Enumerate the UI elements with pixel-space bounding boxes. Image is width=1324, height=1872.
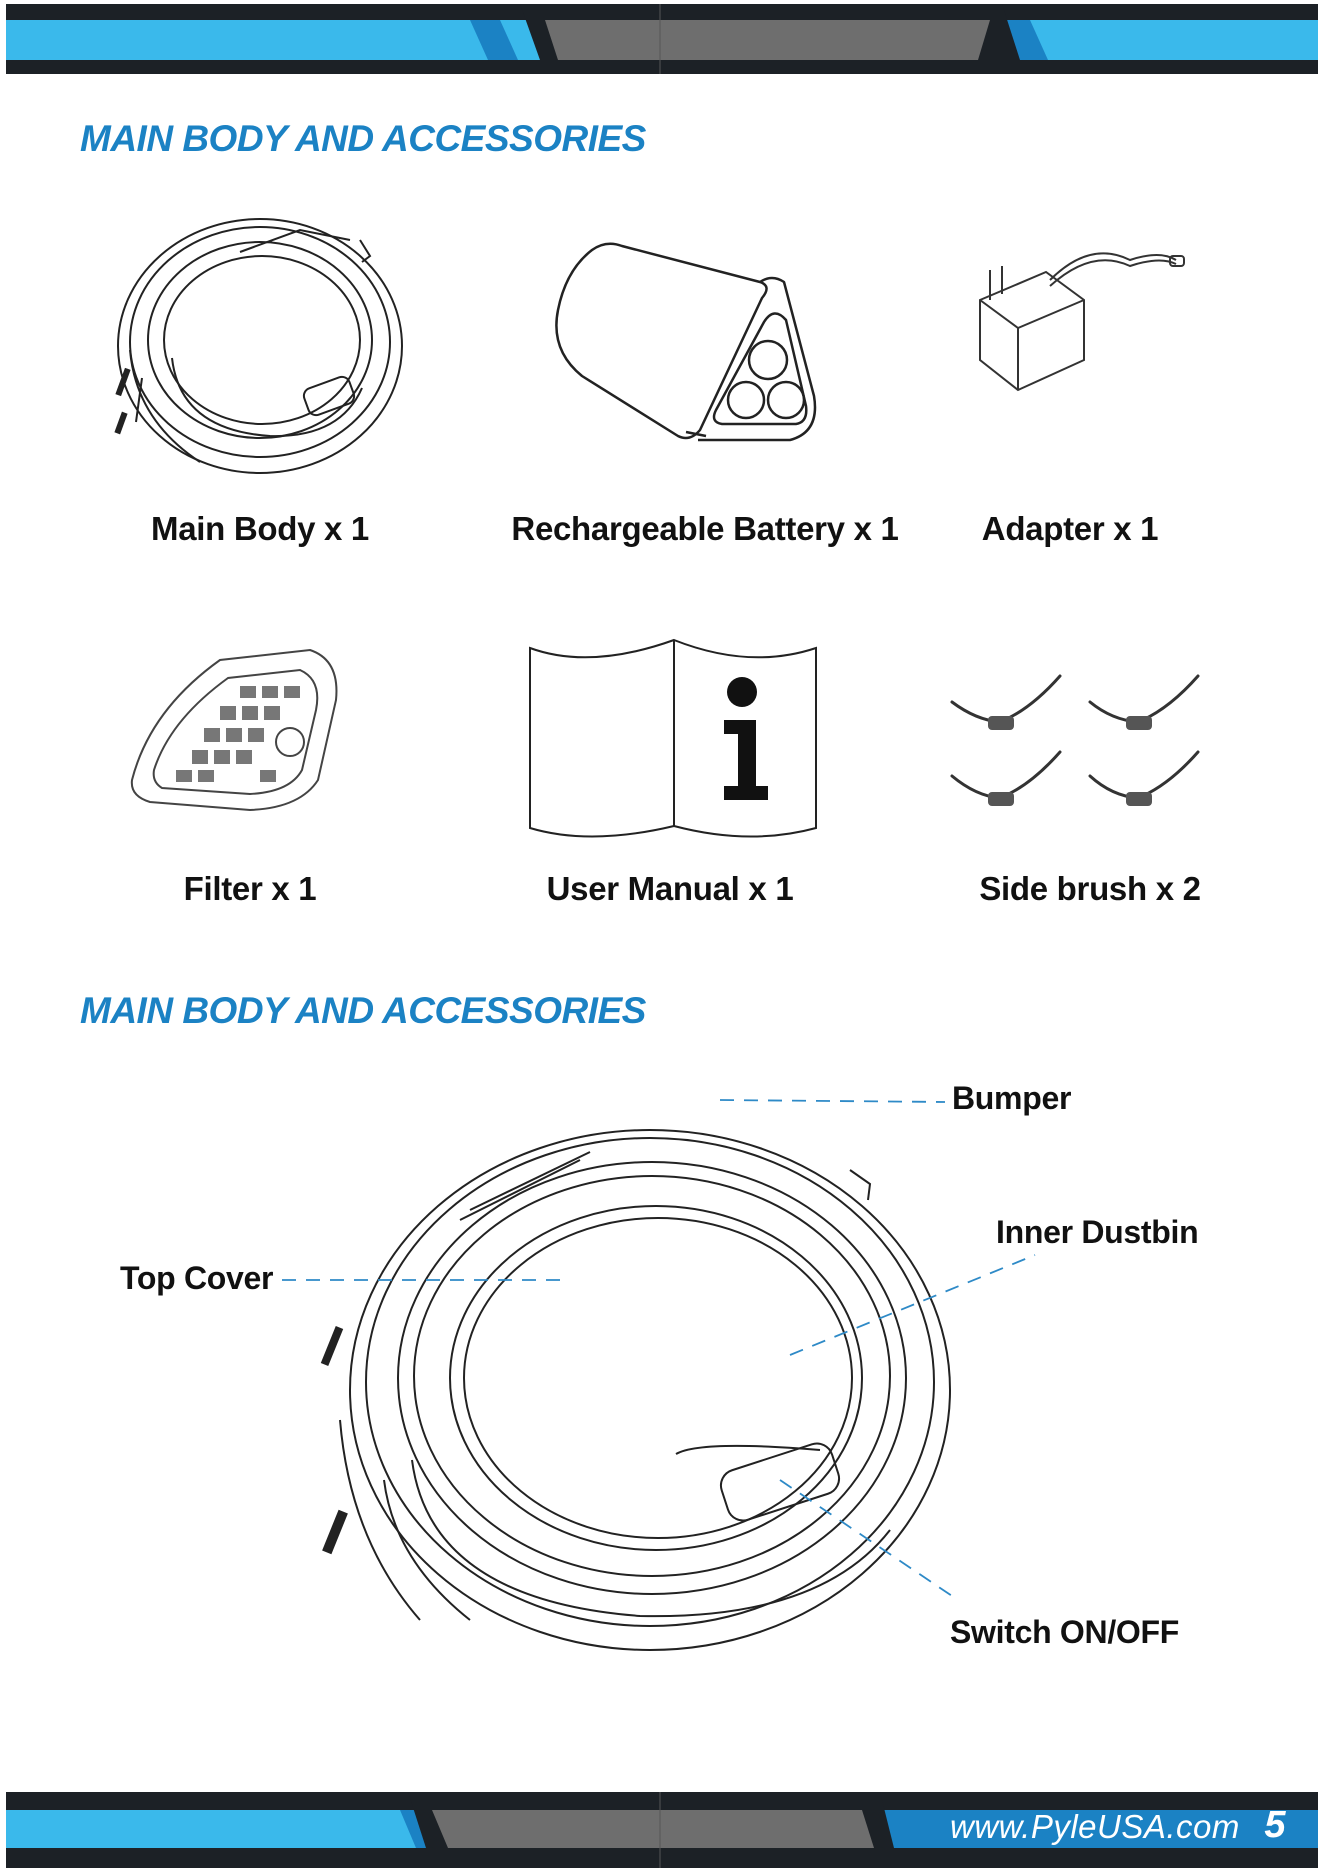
accessory-label: Adapter x 1 [930, 510, 1210, 548]
side-brush-icon [940, 630, 1240, 830]
accessory-label: Rechargeable Battery x 1 [510, 510, 900, 548]
accessory-main-body: Main Body x 1 [100, 200, 420, 570]
callout-inner-dustbin: Inner Dustbin [996, 1214, 1198, 1251]
callout-bumper: Bumper [952, 1080, 1071, 1117]
filter-icon [100, 630, 400, 830]
callout-top-cover: Top Cover [120, 1260, 273, 1297]
accessory-label: Main Body x 1 [100, 510, 420, 548]
user-manual-icon [510, 630, 830, 850]
footer-url[interactable]: www.PyleUSA.com [950, 1808, 1230, 1846]
accessory-label: Filter x 1 [100, 870, 400, 908]
page-number: 5 [1250, 1804, 1300, 1847]
accessory-filter: Filter x 1 [100, 630, 400, 930]
accessory-label: User Manual x 1 [510, 870, 830, 908]
accessory-label: Side brush x 2 [940, 870, 1240, 908]
battery-icon [510, 200, 900, 470]
main-body-diagram [0, 1060, 1324, 1700]
accessory-side-brush: Side brush x 2 [940, 630, 1240, 930]
callout-switch: Switch ON/OFF [950, 1614, 1179, 1651]
accessory-battery: Rechargeable Battery x 1 [510, 200, 900, 570]
section-title-main-body: MAIN BODY AND ACCESSORIES [80, 990, 646, 1032]
robot-vacuum-icon [100, 200, 420, 490]
accessory-adapter: Adapter x 1 [930, 200, 1210, 570]
adapter-icon [930, 200, 1210, 430]
header-band [0, 0, 1324, 78]
accessory-user-manual: User Manual x 1 [510, 630, 830, 930]
section-title-accessories: MAIN BODY AND ACCESSORIES [80, 118, 646, 160]
